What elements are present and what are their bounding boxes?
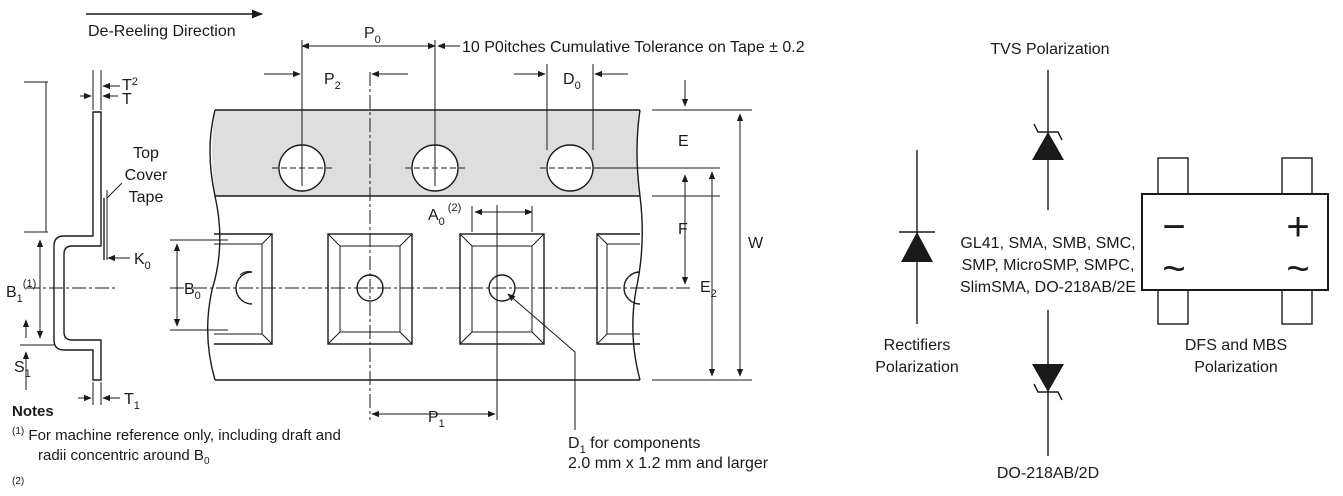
tvs-bottom-package: DO-218AB/2D	[997, 465, 1099, 482]
plus-sign: +	[1286, 205, 1309, 249]
bridge-lead	[1157, 289, 1189, 325]
tvs-title: TVS Polarization	[990, 41, 1109, 58]
s1-label: S1	[14, 359, 31, 380]
k0-label: K0	[134, 251, 151, 272]
rectifier-polarization: Rectifiers Polarization	[875, 150, 959, 376]
tape-side-view: T2 T Top Cover Tape B1(1) K0 S1 T1	[6, 70, 168, 412]
rectifier-diode-symbol	[901, 232, 933, 262]
ac-right-sign: ~	[1286, 247, 1309, 291]
bridge-lead	[1157, 157, 1189, 195]
e-label: E	[678, 133, 689, 150]
d1-size-label: 2.0 mm x 1.2 mm and larger	[568, 455, 769, 472]
de-reeling-label: De-Reeling Direction	[88, 23, 236, 40]
tvs-diode-symbol	[1032, 132, 1064, 160]
tvs-packages-3: SlimSMA, DO-218AB/2E	[960, 279, 1136, 296]
bridge-lead	[1281, 289, 1313, 325]
note-1: (1) For machine reference only, includin…	[12, 422, 342, 472]
de-reeling-direction: De-Reeling Direction	[86, 9, 264, 40]
bridge-polarization: − + ~ ~ DFS and MBS Polarization	[1141, 157, 1329, 376]
component-pocket	[596, 233, 641, 345]
component-pocket	[459, 233, 545, 345]
notes-section: Notes (1) For machine reference only, in…	[12, 402, 342, 496]
rectifier-label-2: Polarization	[875, 359, 959, 376]
sprocket-hole	[540, 144, 600, 192]
notes-title: Notes	[12, 403, 54, 420]
bridge-label-1: DFS and MBS	[1185, 337, 1287, 354]
d0-label: D0	[563, 71, 581, 92]
p1-label: P1	[428, 409, 445, 430]
bridge-label-2: Polarization	[1194, 359, 1278, 376]
bridge-body	[1141, 193, 1329, 291]
cover-tape-label-3: Tape	[129, 189, 164, 206]
note-1-sub: 0	[203, 456, 210, 467]
d1-label: D1 for components	[568, 435, 700, 456]
tvs-packages-1: GL41, SMA, SMB, SMC,	[960, 235, 1135, 252]
rectifier-label-1: Rectifiers	[884, 337, 951, 354]
ac-left-sign: ~	[1162, 247, 1185, 291]
p0-label: P0	[364, 25, 381, 46]
note-1-text: For machine reference only, including dr…	[28, 427, 341, 464]
note-1-marker: (1)	[12, 426, 25, 437]
t2-label: T2	[122, 76, 138, 94]
tolerance-label: 10 P0itches Cumulative Tolerance on Tape…	[462, 39, 805, 56]
tvs-packages-2: SMP, MicroSMP, SMPC,	[962, 257, 1135, 274]
note-2-marker: (2)	[12, 476, 25, 487]
minus-sign: −	[1162, 205, 1185, 249]
tvs-diode-symbol	[1032, 364, 1064, 392]
cover-tape-label-1: Top	[133, 145, 159, 162]
bridge-lead	[1281, 157, 1313, 195]
e2-label: E2	[700, 279, 717, 300]
w-label: W	[748, 235, 764, 252]
cover-tape-label-2: Cover	[125, 167, 168, 184]
tvs-polarization: TVS Polarization GL41, SMA, SMB, SMC, SM…	[960, 41, 1136, 482]
note-2: (2)	[12, 472, 342, 496]
p2-label: P2	[324, 71, 341, 92]
a0-label: A0(2)	[428, 202, 461, 228]
b1-label: B1(1)	[6, 278, 36, 305]
f-label: F	[678, 221, 688, 238]
component-pocket	[214, 233, 273, 345]
t-label: T	[122, 91, 132, 108]
t1-label: T1	[124, 391, 140, 412]
b0-label: B0	[184, 281, 201, 302]
tape-top-view: P0 10 P0itches Cumulative Tolerance on T…	[170, 25, 805, 472]
